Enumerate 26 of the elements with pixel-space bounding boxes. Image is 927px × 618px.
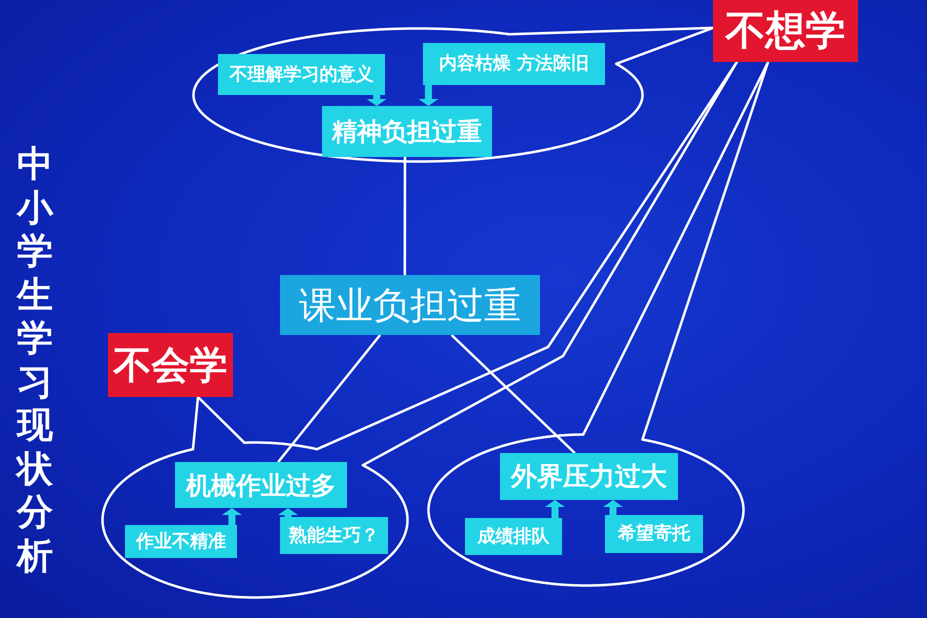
arrow [603, 500, 624, 515]
connector-line [404, 157, 406, 275]
text-box: 成绩排队 [465, 518, 562, 555]
arrow [278, 508, 298, 517]
callout-tail [582, 60, 770, 441]
callout-tail [192, 396, 246, 450]
text-box: 外界压力过大 [500, 453, 678, 500]
arrow [418, 84, 438, 106]
connector-line [277, 334, 382, 463]
arrow [366, 94, 387, 106]
text-box: 内容枯燥 方法陈旧 [423, 43, 605, 85]
text-box: 课业负担过重 [280, 275, 540, 335]
label-box: 不想学 [713, 0, 858, 62]
arrow [545, 500, 565, 518]
callout-tail [508, 26, 714, 66]
text-box: 不理解学习的意义 [218, 54, 385, 95]
callout-tail [316, 60, 738, 466]
text-box: 希望寄托 [605, 515, 703, 553]
text-box: 精神负担过重 [322, 106, 492, 157]
label-box: 不会学 [108, 333, 233, 397]
text-box: 机械作业过多 [175, 462, 347, 508]
text-box: 作业不精准 [125, 525, 237, 558]
arrow [222, 508, 242, 526]
connector-line [450, 334, 576, 454]
text-box: 熟能生巧？ [280, 517, 388, 554]
vertical-title: 中小学生学习现状分析 [15, 143, 54, 578]
